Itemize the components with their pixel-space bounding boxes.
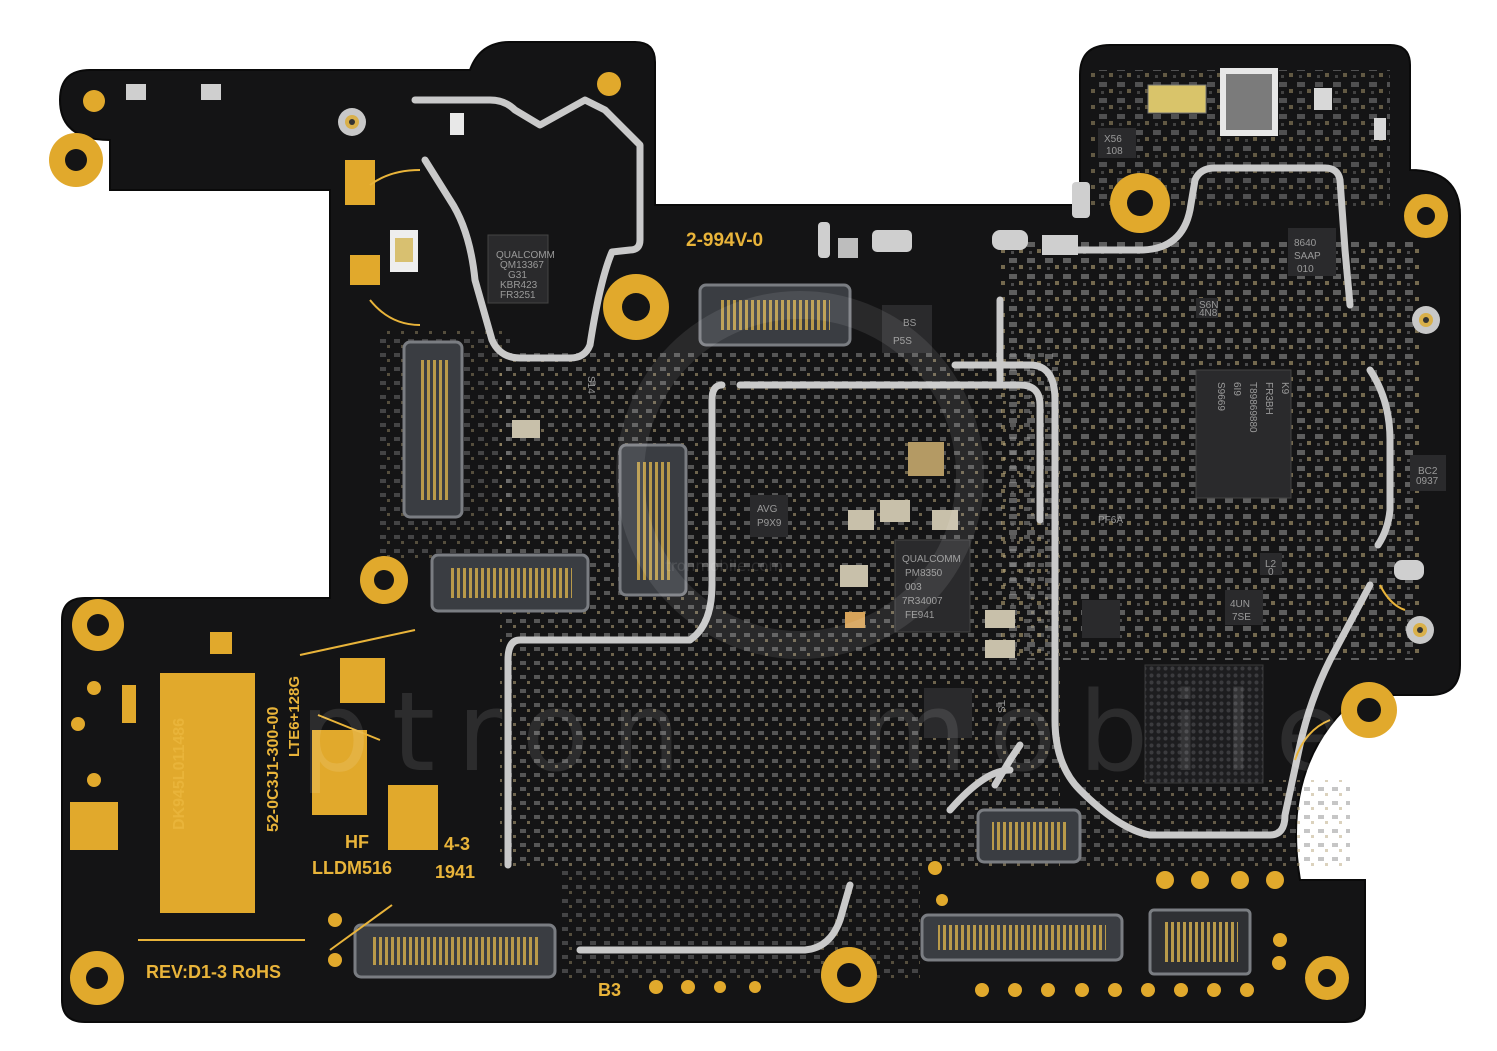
silk-serial: DK945L011486 xyxy=(171,718,188,830)
chip-soc-line2: FR3BH xyxy=(1263,382,1274,415)
gold-pad xyxy=(350,255,380,285)
chip-pmic-line2: PM8350 xyxy=(905,568,943,579)
silk-part-code: 52-0C3J1-300-00 xyxy=(265,706,282,832)
chip-bc2-line1: BC2 xyxy=(1418,466,1438,477)
chip-s14: S14 xyxy=(585,376,596,394)
gold-pad xyxy=(210,632,232,654)
chip-soc-line3: T89869880 xyxy=(1247,382,1258,433)
passives xyxy=(126,68,1424,658)
gold-pad-large xyxy=(160,673,255,913)
gold-dot xyxy=(87,681,101,695)
chip-x56-line2: 108 xyxy=(1106,146,1123,157)
watermark-brand: ptron xyxy=(300,668,703,796)
silk-date: 1941 xyxy=(435,862,475,882)
chip-g4-line1: 4UN xyxy=(1230,599,1250,610)
chip-qcom-1-line3: G31 xyxy=(508,270,527,281)
chip-8640-line3: 010 xyxy=(1297,264,1314,275)
chip-avg-line1: AVG xyxy=(757,504,778,515)
chip-qcom-1-line2: QM13367 xyxy=(500,260,544,271)
silk-marks xyxy=(138,169,1406,951)
silk-model: LLDM516 xyxy=(312,858,392,878)
chip-8640-line2: SAAP xyxy=(1294,251,1321,262)
chip-qcom-1-line1: QUALCOMM xyxy=(496,250,555,261)
chip-s6n-line1: S6N xyxy=(1199,300,1218,311)
chip-p5s-line2: BS xyxy=(903,318,917,329)
chip-qcom-1-line5: FR3251 xyxy=(500,290,536,301)
silk-part-number: 2-994V-0 xyxy=(686,230,763,251)
chips xyxy=(487,128,1446,784)
chip-pmic-line5: FE941 xyxy=(905,610,935,621)
chip-soc-line1: K9 xyxy=(1279,382,1290,395)
silk-revision: REV:D1-3 RoHS xyxy=(146,962,281,982)
chip-l2-line2: 0 xyxy=(1268,567,1274,578)
rf-connectors xyxy=(338,108,1440,644)
watermark: ptron mobile tronmobile.com xyxy=(300,291,1365,796)
silk-version: 4-3 xyxy=(444,834,470,854)
gold-pad xyxy=(340,658,385,703)
gold-dot xyxy=(87,773,101,787)
gold-pad xyxy=(345,160,375,205)
gold-pad xyxy=(388,785,438,850)
mounting-holes xyxy=(49,72,1448,1005)
chip-l2-line1: L2 xyxy=(1265,559,1277,570)
chip-ts: TS xyxy=(995,700,1006,713)
silk-hf: HF xyxy=(345,832,369,852)
chip-soc-line5: S9669 xyxy=(1215,382,1226,411)
b2b-connectors xyxy=(353,283,1252,979)
chip-pmic-line1: QUALCOMM xyxy=(902,554,961,565)
gold-dot xyxy=(71,717,85,731)
test-pads xyxy=(328,861,1287,997)
chip-avg-line2: P9X9 xyxy=(757,518,782,529)
silk-memory: LTE6+128G xyxy=(286,676,303,757)
silk-b3: B3 xyxy=(598,980,621,1000)
gold-pad xyxy=(70,802,118,850)
chip-g4-line2: 7SE xyxy=(1232,612,1251,623)
chip-bc2-line2: 0937 xyxy=(1416,476,1439,487)
chip-8640-line1: 8640 xyxy=(1294,238,1317,249)
chip-pmic-line3: 003 xyxy=(905,582,922,593)
chip-p5s-line1: P5S xyxy=(893,336,912,347)
shield-frames xyxy=(411,96,1394,954)
chip-pf6a: PF6A xyxy=(1098,515,1123,526)
chip-x56-line1: X56 xyxy=(1104,134,1122,145)
chip-s6n-line2: 4N8 xyxy=(1199,308,1218,319)
watermark-mobile: mobile xyxy=(860,668,1365,796)
watermark-url: tronmobile.com xyxy=(665,557,783,575)
gold-pad xyxy=(312,730,367,815)
chip-qcom-1-line4: KBR423 xyxy=(500,280,538,291)
chip-pmic-line4: 7R34007 xyxy=(902,596,943,607)
chip-soc-line4: 6I9 xyxy=(1231,382,1242,396)
gold-pad xyxy=(122,685,136,723)
